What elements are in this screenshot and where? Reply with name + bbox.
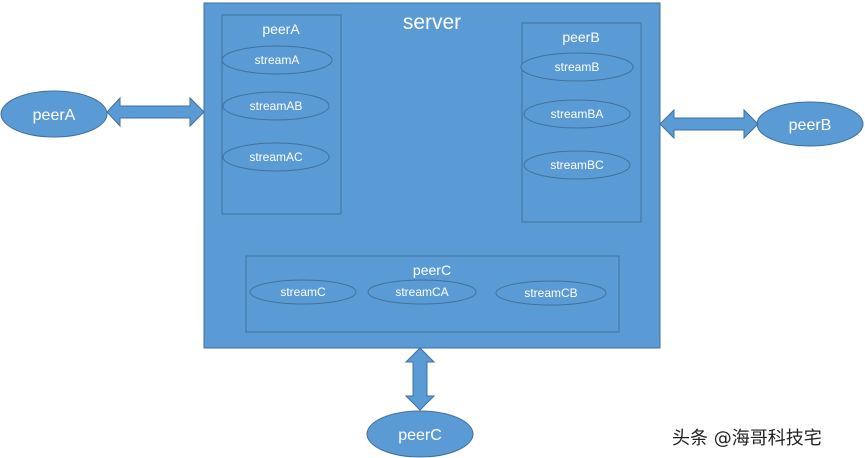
stream-label: streamAC [249, 150, 303, 164]
server-peerC-arrow [404, 347, 436, 411]
stream-node [249, 279, 357, 305]
stream-label: streamBA [551, 107, 604, 121]
peerC-group-label: peerC [413, 262, 451, 278]
stream-label: streamCB [524, 286, 577, 300]
stream-node [222, 142, 330, 172]
stream-node [523, 99, 631, 129]
stream-label: streamBC [550, 158, 604, 172]
peerC-node [366, 410, 474, 458]
stream-node [222, 91, 330, 121]
peerA-node-label: peerA [33, 107, 76, 124]
peerA-group-label: peerA [262, 21, 300, 37]
stream-label: streamB [555, 60, 600, 74]
watermark: 头条 @海哥科技宅 [672, 428, 822, 449]
stream-label: streamCA [395, 285, 448, 299]
stream-node [523, 150, 631, 180]
peerC-node-label: peerC [398, 427, 442, 444]
stream-label: streamC [280, 285, 326, 299]
stream-node [495, 280, 607, 306]
stream-node [520, 52, 634, 82]
stream-node [221, 45, 333, 75]
peerA-node [0, 90, 108, 138]
stream-label: streamAB [250, 99, 303, 113]
server-label: server [403, 11, 461, 34]
stream-node [367, 279, 477, 305]
peerB-group-label: peerB [562, 29, 599, 45]
peerB-node-label: peerB [789, 117, 832, 134]
peerA-server-arrow [106, 96, 205, 128]
server-peerB-arrow [659, 108, 759, 140]
stream-label: streamA [255, 53, 300, 67]
